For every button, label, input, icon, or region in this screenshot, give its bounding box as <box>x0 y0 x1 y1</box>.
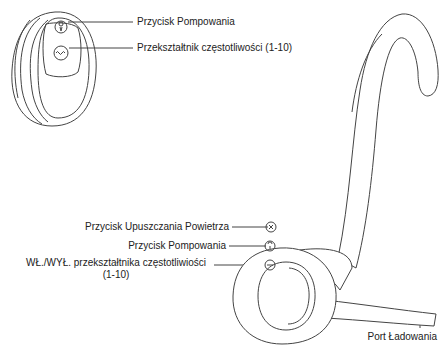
part-label: Przekształtnik częstotliwości (1-10) <box>136 42 293 54</box>
part-label: Przycisk Upuszczania Powietrza <box>84 221 230 233</box>
port-label: Port Ładowania <box>367 331 439 343</box>
part-label: WŁ./WYŁ. przekształtnika częstotliwiości… <box>20 257 212 281</box>
part-label: Przycisk Pompowania <box>136 16 236 28</box>
part-label: Przycisk Pompowania <box>127 240 227 252</box>
remote-control <box>12 12 96 126</box>
vibrator-device <box>233 14 438 344</box>
